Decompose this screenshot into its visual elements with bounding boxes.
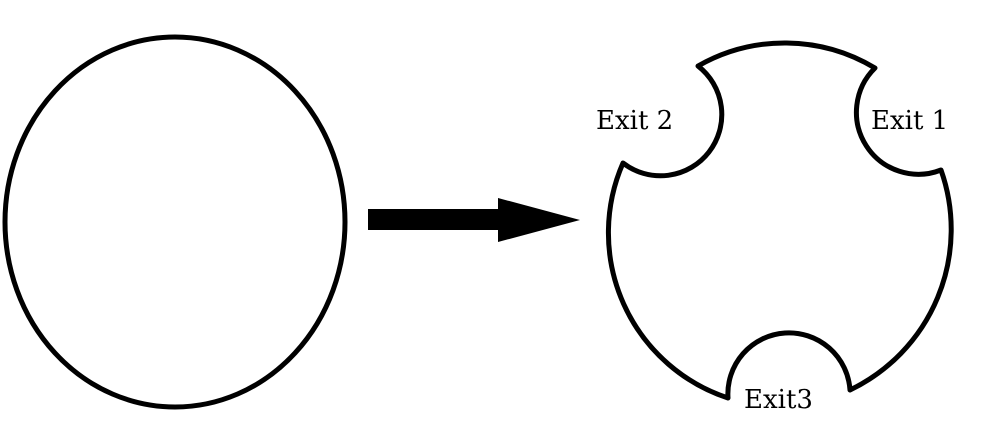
exit-3-label: Exit3 (744, 385, 813, 415)
exit-2-label: Exit 2 (596, 106, 673, 136)
arrow-shaft (368, 209, 502, 230)
modified-circle-with-exits (605, 40, 954, 401)
transform-arrow (368, 198, 580, 242)
exit-1-label: Exit 1 (871, 106, 948, 136)
original-circle (2, 34, 348, 410)
arrow-head (498, 198, 580, 242)
